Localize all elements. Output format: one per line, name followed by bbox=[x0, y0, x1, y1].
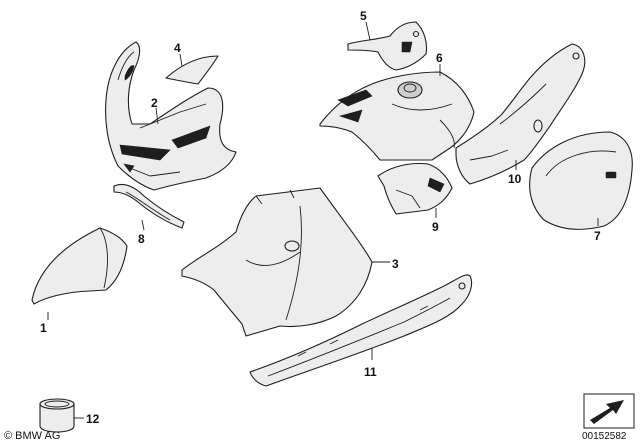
leader-lines bbox=[47, 21, 599, 419]
part-10-frame-cover bbox=[455, 43, 586, 185]
leader-4 bbox=[179, 53, 183, 67]
part-number-4: 4 bbox=[174, 41, 181, 55]
part-2-fairing-upper bbox=[105, 41, 237, 191]
part-1-front-fender bbox=[31, 227, 128, 305]
part-3-side-fairing bbox=[181, 187, 373, 337]
part-number-6: 6 bbox=[436, 51, 443, 65]
leader-2 bbox=[155, 107, 159, 125]
part-number-11: 11 bbox=[364, 365, 377, 379]
part-number-8: 8 bbox=[138, 232, 145, 246]
part-number-10: 10 bbox=[508, 172, 522, 186]
part-number-labels: 1 2 3 4 5 6 7 8 9 10 11 12 bbox=[40, 9, 601, 426]
part-number-12: 12 bbox=[86, 412, 100, 426]
part-number-1: 1 bbox=[40, 321, 47, 335]
part-number-7: 7 bbox=[594, 229, 601, 243]
leader-5 bbox=[365, 21, 371, 41]
part-5-cover-panel bbox=[347, 21, 428, 71]
part-6-tank-panel bbox=[319, 71, 475, 161]
part-11-lower-trim bbox=[249, 274, 473, 387]
part-9-bracket bbox=[377, 162, 453, 215]
part-4-trim-panel bbox=[165, 55, 219, 85]
leader-8 bbox=[141, 219, 145, 231]
copyright-label: © BMW AG bbox=[4, 430, 61, 442]
part-number-2: 2 bbox=[151, 96, 158, 110]
part-12-cylinder bbox=[39, 398, 75, 433]
document-id: 00152582 bbox=[582, 431, 627, 442]
part-8-trim-strip bbox=[113, 183, 185, 229]
part-number-9: 9 bbox=[432, 220, 439, 234]
part-number-3: 3 bbox=[392, 257, 399, 271]
arrow-icon bbox=[583, 393, 635, 429]
part-7-side-panel bbox=[529, 131, 633, 230]
part-number-5: 5 bbox=[360, 9, 367, 23]
